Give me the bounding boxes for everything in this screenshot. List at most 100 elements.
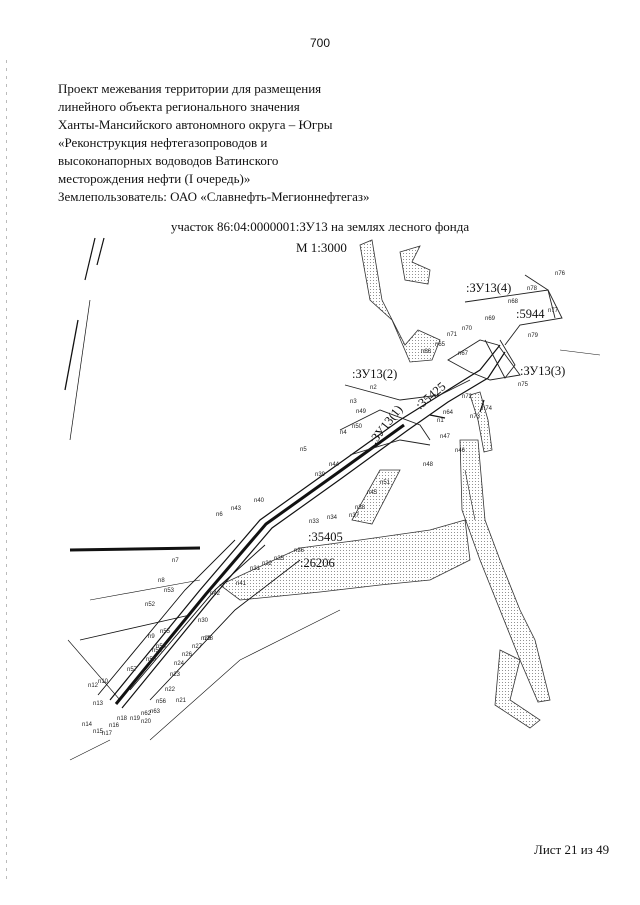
point-label-n29: n29 bbox=[201, 636, 212, 642]
point-label-n50: n50 bbox=[352, 424, 363, 430]
point-label-n78: n78 bbox=[527, 286, 538, 292]
header-line: Проект межевания территории для размещен… bbox=[58, 81, 322, 96]
point-label-n72: n72 bbox=[462, 394, 473, 400]
point-label-n64: n64 bbox=[443, 410, 454, 416]
point-label-n44: n44 bbox=[329, 462, 340, 468]
header-line: «Реконструкция нефтегазопроводов и bbox=[58, 135, 268, 150]
linework bbox=[64, 237, 601, 761]
point-label-n51: n51 bbox=[380, 480, 391, 486]
point-label-n13: n13 bbox=[93, 701, 104, 707]
header-line: месторождения нефти (I очередь)» bbox=[58, 171, 251, 186]
document-header: Проект межевания территории для размещен… bbox=[58, 80, 438, 206]
parcel-label-zu13-4: :ЗУ13(4) bbox=[466, 281, 511, 295]
parcel-label-zu13-2: :ЗУ13(2) bbox=[352, 367, 397, 381]
point-label-n71: n71 bbox=[447, 332, 458, 338]
point-label-n74: n74 bbox=[482, 406, 493, 412]
point-label-n7: n7 bbox=[172, 558, 179, 564]
point-label-n34: n34 bbox=[327, 515, 338, 521]
header-line: Землепользователь: ОАО «Славнефть-Мегион… bbox=[58, 189, 370, 204]
point-label-n4: n4 bbox=[340, 430, 347, 436]
point-label-n48: n48 bbox=[423, 462, 434, 468]
point-label-n79: n79 bbox=[528, 333, 539, 339]
point-label-n5: n5 bbox=[300, 447, 307, 453]
point-label-n45: n45 bbox=[367, 490, 378, 496]
point-label-n20: n20 bbox=[141, 719, 152, 725]
road-network bbox=[219, 239, 551, 729]
point-label-n38: n38 bbox=[355, 505, 366, 511]
point-label-n68: n68 bbox=[508, 299, 519, 305]
point-label-n55: n55 bbox=[160, 629, 171, 635]
point-label-n77: n77 bbox=[548, 308, 559, 314]
parcel-label-zu13-3: :ЗУ13(3) bbox=[520, 364, 565, 378]
point-label-n56: n56 bbox=[156, 699, 167, 705]
point-label-n53: n53 bbox=[164, 588, 175, 594]
point-label-n70: n70 bbox=[462, 326, 473, 332]
point-label-n17: n17 bbox=[102, 731, 113, 737]
point-label-n9: n9 bbox=[148, 634, 155, 640]
parcel-label-35425: :35425 bbox=[413, 379, 449, 412]
point-label-n36: n36 bbox=[294, 548, 305, 554]
point-label-n65: n65 bbox=[435, 342, 446, 348]
parcel-boundaries bbox=[339, 274, 563, 456]
point-label-n12: n12 bbox=[88, 683, 99, 689]
point-label-n10: n10 bbox=[98, 679, 109, 685]
point-label-n43: n43 bbox=[231, 506, 242, 512]
header-line: высоконапорных водоводов Ватинского bbox=[58, 153, 279, 168]
point-label-n35: n35 bbox=[274, 556, 285, 562]
point-label-n32: n32 bbox=[262, 561, 273, 567]
point-label-n1: n1 bbox=[437, 418, 444, 424]
point-label-n47: n47 bbox=[440, 434, 451, 440]
point-label-n58: n58 bbox=[152, 648, 163, 654]
point-label-n69: n69 bbox=[485, 316, 496, 322]
point-label-n15: n15 bbox=[93, 729, 104, 735]
point-label-n3: n3 bbox=[350, 399, 357, 405]
point-label-n49: n49 bbox=[356, 409, 367, 415]
parcel-label-35405: :35405 bbox=[308, 530, 343, 544]
point-label-n33: n33 bbox=[309, 519, 320, 525]
plot-title: участок 86:04:0000001:ЗУ13 на землях лес… bbox=[170, 219, 470, 234]
parcel-label-26206: :26206 bbox=[300, 556, 335, 570]
point-label-n52: n52 bbox=[145, 602, 156, 608]
point-label-n59: n59 bbox=[146, 657, 157, 663]
point-label-n27: n27 bbox=[192, 644, 203, 650]
point-label-n66: n66 bbox=[421, 349, 432, 355]
point-label-n26: n26 bbox=[182, 652, 193, 658]
point-label-n28: n28 bbox=[203, 636, 214, 642]
point-label-n39: n39 bbox=[315, 472, 326, 478]
pipeline-corridor bbox=[97, 344, 506, 709]
point-label-n24: n24 bbox=[174, 661, 185, 667]
point-label-n63: n63 bbox=[150, 709, 161, 715]
point-label-n76: n76 bbox=[555, 271, 566, 277]
point-label-n14: n14 bbox=[82, 722, 93, 728]
point-label-n19: n19 bbox=[130, 716, 141, 722]
map-scale: М 1:3000 bbox=[296, 240, 347, 255]
point-label-n67: n67 bbox=[458, 351, 469, 357]
header-line: линейного объекта регионального значения bbox=[58, 99, 300, 114]
point-label-n41: n41 bbox=[236, 581, 247, 587]
point-label-n54: n54 bbox=[156, 644, 167, 650]
point-label-n75: n75 bbox=[518, 382, 529, 388]
point-label-n40: n40 bbox=[254, 498, 265, 504]
point-label-n22: n22 bbox=[165, 687, 176, 693]
point-label-n62: n62 bbox=[141, 711, 152, 717]
point-label-n31: n31 bbox=[250, 566, 261, 572]
point-label-n18: n18 bbox=[117, 716, 128, 722]
point-label-n6: n6 bbox=[216, 512, 223, 518]
point-label-n8: n8 bbox=[158, 578, 165, 584]
page-number: 700 bbox=[309, 36, 331, 50]
point-label-n21: n21 bbox=[176, 698, 187, 704]
header-line: Ханты-Мансийского автономного округа – Ю… bbox=[58, 117, 333, 132]
point-label-n57: n57 bbox=[127, 667, 138, 673]
left-margin-dotted-line bbox=[6, 60, 7, 880]
point-label-n2: n2 bbox=[370, 385, 377, 391]
point-label-n30: n30 bbox=[198, 618, 209, 624]
point-label-n42: n42 bbox=[210, 591, 221, 597]
sheet-number: Лист 21 из 49 bbox=[534, 842, 610, 857]
point-label-n37: n37 bbox=[349, 513, 360, 519]
parcel-label-5944: :5944 bbox=[516, 307, 545, 321]
point-label-n73: n73 bbox=[470, 414, 481, 420]
point-label-n46: n46 bbox=[455, 448, 466, 454]
point-label-n16: n16 bbox=[109, 723, 120, 729]
